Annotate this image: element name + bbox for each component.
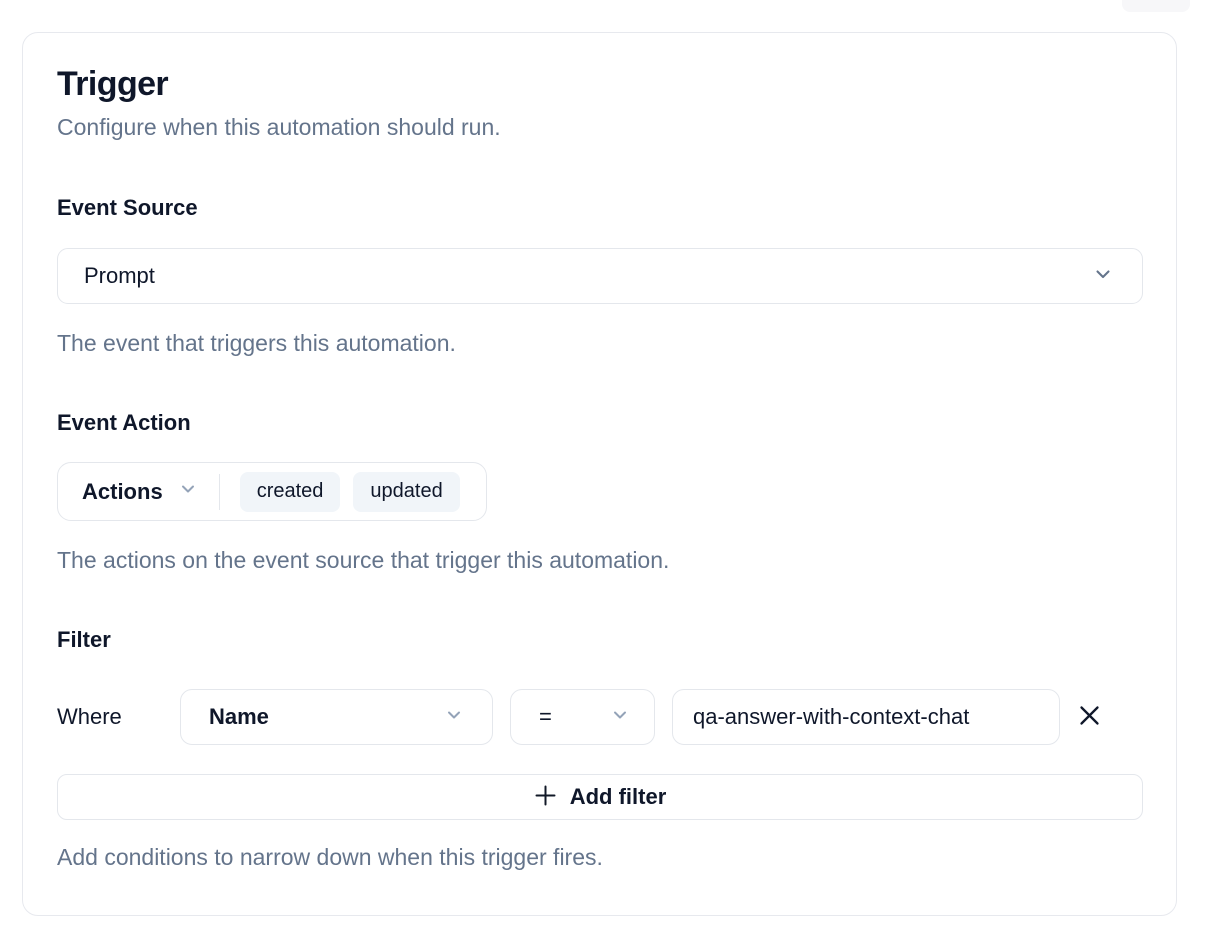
remove-filter-button[interactable] bbox=[1060, 689, 1118, 745]
chevron-down-icon bbox=[610, 705, 630, 730]
filter-condition-row: Where Name = bbox=[57, 689, 1142, 746]
event-source-helper: The event that triggers this automation. bbox=[57, 330, 456, 357]
page-title: Trigger bbox=[57, 65, 169, 103]
filter-helper: Add conditions to narrow down when this … bbox=[57, 844, 603, 871]
where-label: Where bbox=[57, 704, 122, 730]
offscreen-element-fragment bbox=[1122, 0, 1190, 12]
event-action-label: Event Action bbox=[57, 410, 191, 436]
chevron-down-icon bbox=[178, 479, 198, 504]
trigger-card: Trigger Configure when this automation s… bbox=[22, 32, 1177, 916]
actions-dropdown[interactable]: Actions bbox=[82, 479, 198, 505]
event-source-selected-value: Prompt bbox=[84, 263, 155, 289]
action-chip-updated[interactable]: updated bbox=[353, 471, 460, 512]
close-icon bbox=[1076, 702, 1103, 732]
add-filter-button-label: Add filter bbox=[569, 784, 667, 810]
plus-icon bbox=[534, 784, 557, 810]
divider bbox=[218, 473, 220, 510]
event-action-control: Actions created updated bbox=[57, 462, 487, 522]
filter-operator-select[interactable]: = bbox=[510, 689, 655, 746]
filter-value-input[interactable] bbox=[672, 689, 1060, 746]
add-filter-button[interactable]: Add filter bbox=[57, 774, 1143, 821]
chevron-down-icon bbox=[444, 705, 464, 730]
event-source-label: Event Source bbox=[57, 195, 198, 221]
action-chip-created[interactable]: created bbox=[239, 471, 341, 512]
selected-actions-chip-row: created updated bbox=[239, 471, 460, 512]
event-source-select[interactable]: Prompt bbox=[57, 248, 1143, 305]
page-subtitle: Configure when this automation should ru… bbox=[57, 113, 501, 140]
filter-operator-selected-value: = bbox=[539, 704, 552, 730]
event-action-helper: The actions on the event source that tri… bbox=[57, 547, 670, 574]
actions-dropdown-label: Actions bbox=[82, 478, 163, 504]
filter-field-select[interactable]: Name bbox=[180, 689, 493, 746]
filter-field-selected-value: Name bbox=[209, 704, 269, 730]
chevron-down-icon bbox=[1092, 263, 1114, 290]
filter-label: Filter bbox=[57, 627, 111, 653]
